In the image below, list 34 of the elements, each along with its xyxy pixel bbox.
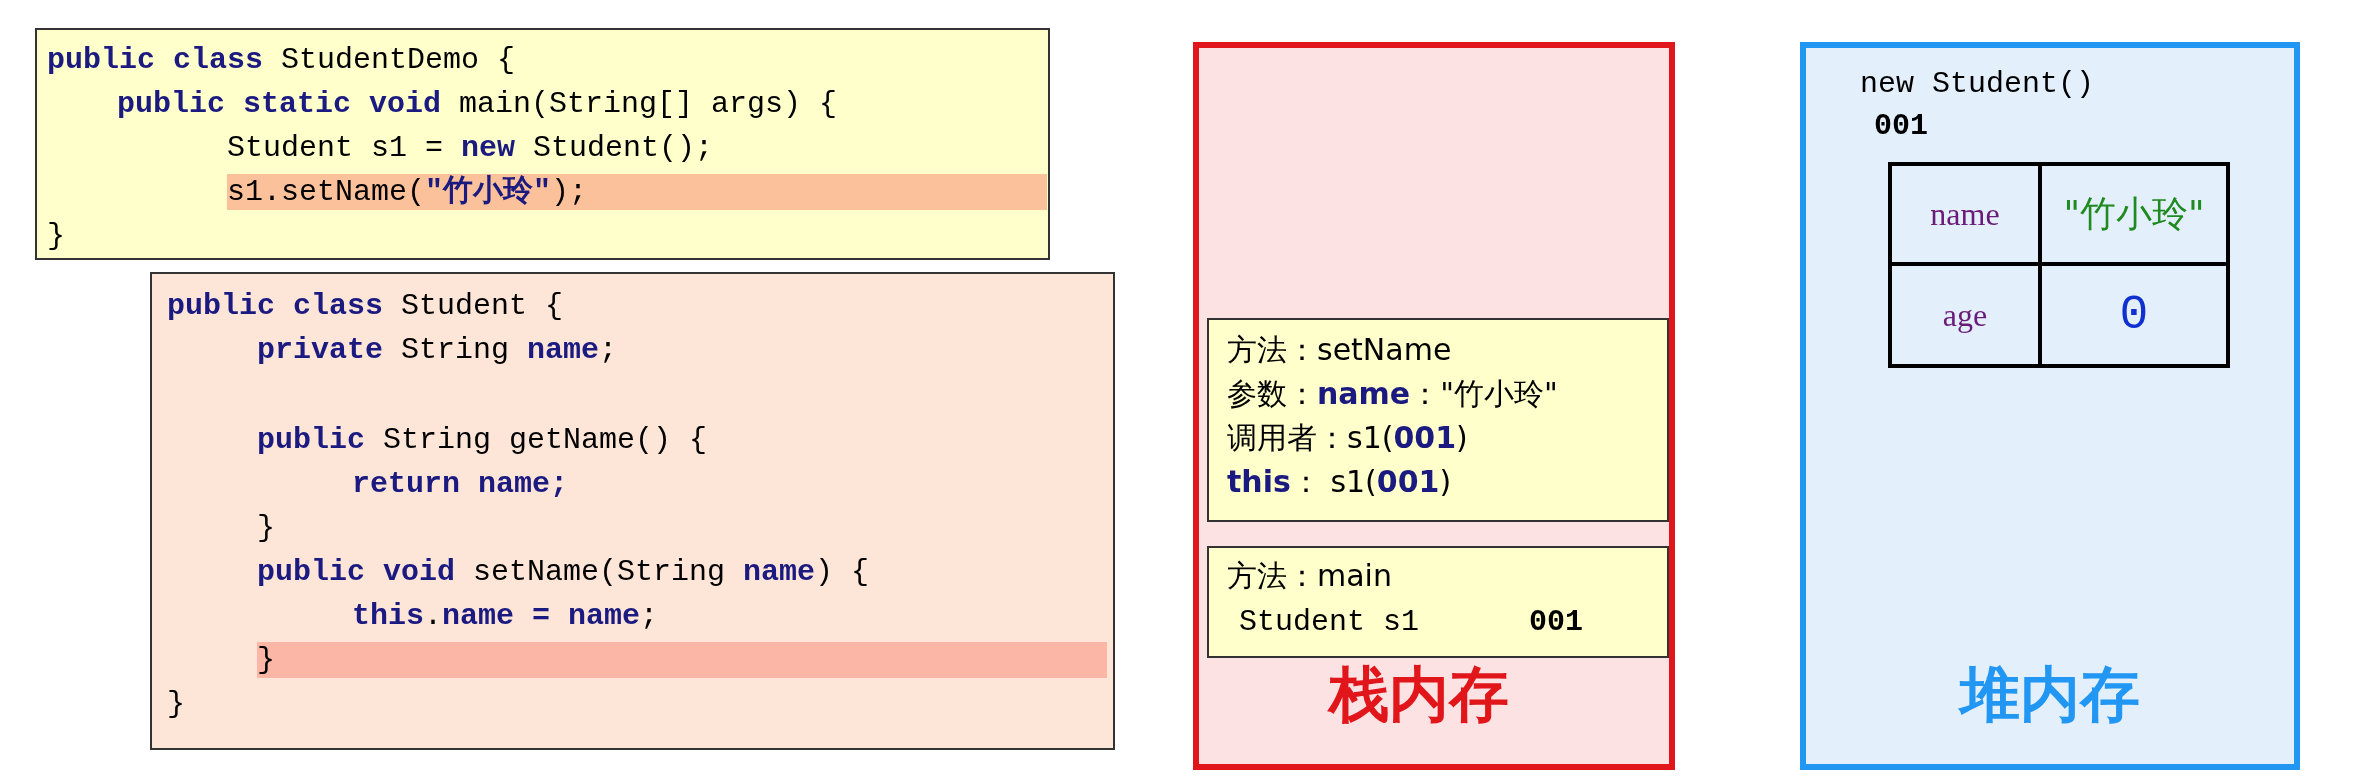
cell-text: name	[1930, 195, 2000, 233]
code-line: public class StudentDemo {	[47, 42, 516, 78]
code-line: this.name = name;	[352, 598, 659, 634]
text-line: 001	[1529, 604, 1583, 640]
code-line: public static void main(String[] args) {	[117, 86, 838, 122]
stack-frame	[1207, 318, 1669, 522]
text-line: 001	[1874, 108, 1928, 144]
code-line: }	[167, 686, 185, 722]
cell-text: "竹小玲"	[2063, 191, 2205, 236]
code-line: Student s1 = new Student();	[227, 130, 714, 166]
text-line: Student s1	[1239, 604, 1420, 640]
stack-frame	[1207, 546, 1669, 658]
code-line: return name;	[352, 466, 569, 502]
code-line: }	[47, 218, 65, 254]
code-panel	[35, 28, 1050, 260]
memory-title: 栈内存	[1329, 658, 1509, 730]
code-line: public void setName(String name) {	[257, 554, 870, 590]
text-line: new Student()	[1860, 66, 2095, 102]
text-line: 方法：setName	[1227, 332, 1452, 368]
field-cell	[1892, 166, 2042, 266]
text-line: 调用者：s1(001)	[1227, 420, 1468, 456]
text-line: this： s1(001)	[1227, 464, 1452, 500]
code-line: public String getName() {	[257, 422, 708, 458]
stack-memory-panel	[1193, 42, 1675, 770]
code-line: private String name;	[257, 332, 618, 368]
cell-text: age	[1942, 296, 1988, 334]
cell-text: 0	[2119, 288, 2149, 342]
text-line: 参数：name："竹小玲"	[1227, 376, 1558, 412]
code-panel	[150, 272, 1115, 750]
text-line: 方法：main	[1227, 558, 1392, 594]
code-line: }	[257, 510, 275, 546]
code-line: public class Student {	[167, 288, 564, 324]
memory-title: 堆内存	[1960, 658, 2140, 730]
heap-memory-panel	[1800, 42, 2300, 770]
